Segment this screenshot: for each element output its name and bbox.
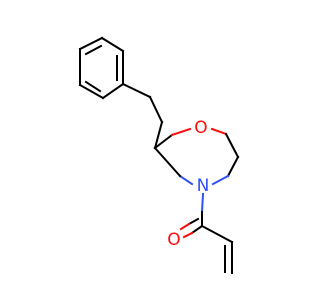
bond <box>101 82 125 100</box>
bond <box>148 95 164 124</box>
acryloyl-group <box>179 192 234 274</box>
bond <box>178 174 194 186</box>
bond <box>78 36 104 51</box>
double-bond-inner <box>84 44 103 56</box>
bond <box>190 224 204 235</box>
nitrogen-ring-label: N <box>197 176 210 196</box>
bond <box>200 224 234 244</box>
bond <box>211 174 230 186</box>
molecule-structure: O N O <box>78 36 240 274</box>
bond <box>224 132 240 159</box>
bond <box>226 155 240 178</box>
benzene-ring <box>78 36 125 100</box>
bond <box>200 192 205 214</box>
morpholine-ring <box>153 127 240 186</box>
oxygen-carbonyl-label: O <box>167 230 180 250</box>
bond <box>121 82 152 99</box>
ethyl-chain <box>121 82 164 150</box>
bond <box>170 127 192 137</box>
bond <box>182 231 194 239</box>
bond <box>100 36 125 53</box>
atom-labels: O N O <box>167 118 209 250</box>
double-bond-inner <box>187 217 200 226</box>
bond <box>210 127 228 136</box>
oxygen-ring-label: O <box>194 118 207 138</box>
double-bond-inner <box>179 222 191 231</box>
bond <box>153 146 182 178</box>
bond <box>153 120 164 150</box>
bond <box>78 83 105 100</box>
double-bond-inner <box>84 80 102 93</box>
bond <box>153 133 174 150</box>
